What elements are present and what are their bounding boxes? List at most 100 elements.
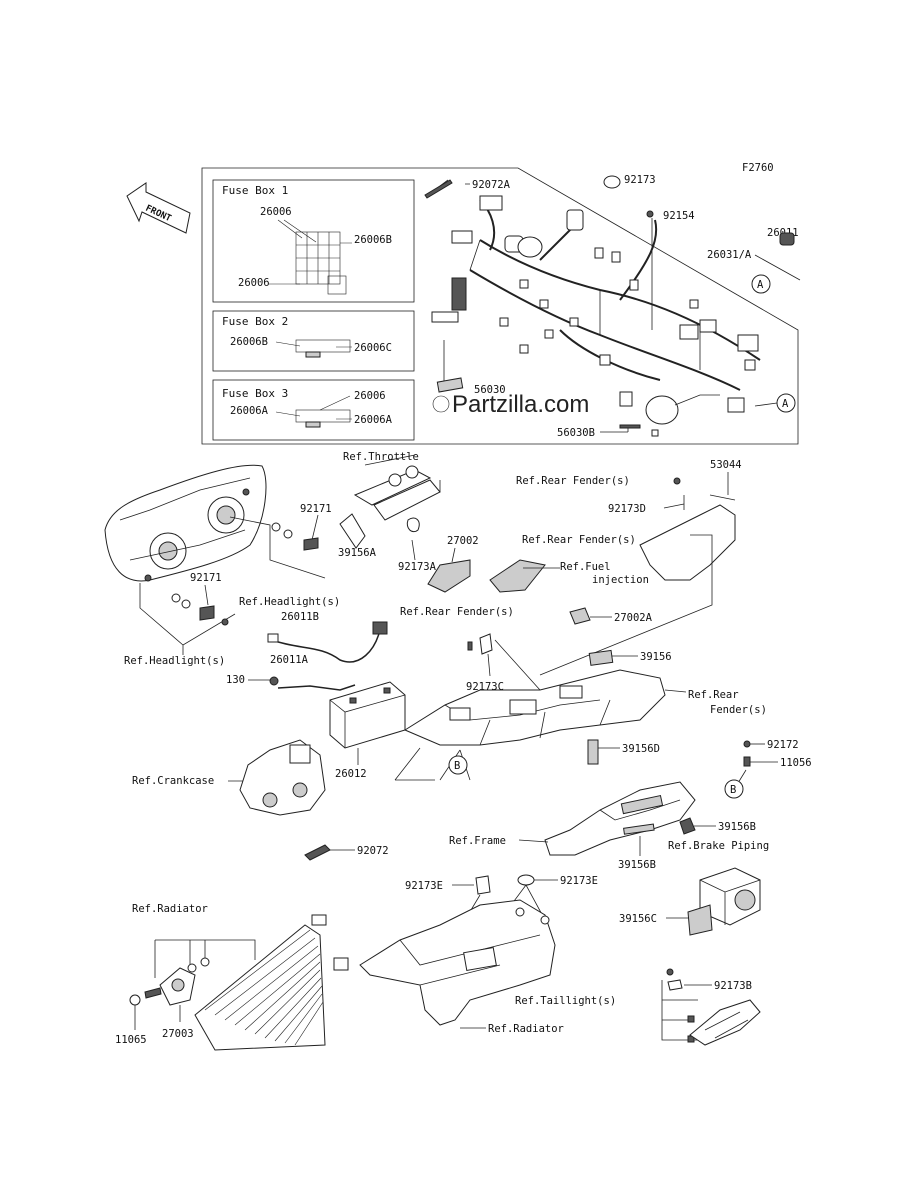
ref-fuel-2: injection xyxy=(592,574,649,586)
headlight-leader-lines xyxy=(139,516,326,655)
clip-92171-b-icon xyxy=(199,605,215,621)
ref-headlight-1: Ref.Headlight(s) xyxy=(239,596,340,608)
crankcase-drawing xyxy=(239,739,326,816)
fuse-box-2-title: Fuse Box 2 xyxy=(222,315,288,328)
label-130: 130 xyxy=(226,674,245,686)
grommet-2-icon xyxy=(171,593,181,603)
pad-39156D-icon xyxy=(587,739,599,765)
screw-27003-icon xyxy=(144,987,162,999)
clamp-92173-icon xyxy=(603,175,621,189)
label-11065: 11065 xyxy=(115,1034,147,1046)
label-39156D: 39156D xyxy=(622,743,660,755)
fuse-strip-icon-2 xyxy=(275,395,352,428)
bolt-92154-icon xyxy=(646,210,654,218)
clip-11056-icon xyxy=(743,756,751,767)
label-92171-a: 92171 xyxy=(300,503,332,515)
grommet-icon xyxy=(271,522,281,532)
label-92173E-b: 92173E xyxy=(560,875,598,887)
rear-bracket-drawing xyxy=(639,504,736,581)
nut-11065-icon xyxy=(129,994,141,1006)
label-92173E-a: 92173E xyxy=(405,880,443,892)
svg-text:B: B xyxy=(454,760,460,772)
ref-frame: Ref.Frame xyxy=(449,835,506,847)
fuse-box-1-label-26006: 26006 xyxy=(260,206,292,218)
ref-radiator-2: Ref.Radiator xyxy=(488,1023,564,1035)
relay-27002A-icon xyxy=(569,607,591,625)
fuse-box-1-title: Fuse Box 1 xyxy=(222,184,288,197)
fuse-box-3-label-26006: 26006 xyxy=(354,390,386,402)
headlight-assembly-drawing xyxy=(104,464,267,582)
ref-radiator-1: Ref.Radiator xyxy=(132,903,208,915)
fuse-box-2-label-26006B: 26006B xyxy=(230,336,268,348)
cable-tie-92072A-icon xyxy=(424,179,453,199)
frame-piece-drawing xyxy=(544,781,696,856)
fuse-box-2: Fuse Box 2 26006B 26006C xyxy=(212,310,415,372)
label-92173B: 92173B xyxy=(714,980,752,992)
callout-a-1: A xyxy=(751,274,771,294)
fuse-block-icon xyxy=(268,219,352,295)
label-39156A: 39156A xyxy=(338,547,377,559)
screw-icon xyxy=(221,618,229,626)
label-26011B: 26011B xyxy=(281,611,319,623)
watermark-copyright-icon xyxy=(432,395,450,413)
ref-brake-piping: Ref.Brake Piping xyxy=(668,840,769,852)
label-92173A: 92173A xyxy=(398,561,437,573)
label-39156: 39156 xyxy=(640,651,672,663)
label-27002A: 27002A xyxy=(614,612,653,624)
label-26012: 26012 xyxy=(335,768,367,780)
label-56030B: 56030B xyxy=(557,427,595,439)
svg-text:A: A xyxy=(757,279,764,291)
label-92172: 92172 xyxy=(767,739,799,751)
callout-b-2: B xyxy=(724,779,744,799)
bolt-92172-icon xyxy=(743,740,751,748)
screw-92173B-icon xyxy=(666,968,674,976)
label-39156C: 39156C xyxy=(619,913,657,925)
label-39156B-b: 39156B xyxy=(618,859,656,871)
label-11056: 11056 xyxy=(780,757,812,769)
ref-rear-fender-2: Ref.Rear Fender(s) xyxy=(522,534,636,546)
ref-headlight-2: Ref.Headlight(s) xyxy=(124,655,225,667)
abs-unit-drawing xyxy=(699,867,761,926)
cable-tie-92072-icon xyxy=(304,844,331,861)
fan-switch-27003-drawing xyxy=(159,957,210,1006)
label-27003: 27003 xyxy=(162,1028,194,1040)
label-27002: 27002 xyxy=(447,535,479,547)
collar-icon xyxy=(283,529,293,539)
svg-text:B: B xyxy=(730,784,736,796)
ref-crankcase: Ref.Crankcase xyxy=(132,775,214,787)
screw-92173C-icon xyxy=(467,641,473,651)
ecu-connector-icon xyxy=(489,559,546,593)
fuse-box-1-label-26006B: 26006B xyxy=(354,234,392,246)
diagram-code: F2760 xyxy=(742,162,774,174)
fuse-box-3-label-26006A-b: 26006A xyxy=(354,414,393,426)
label-26011A: 26011A xyxy=(270,654,309,666)
front-arrow-icon: FRONT xyxy=(126,182,191,234)
pad-39156-icon xyxy=(588,649,614,666)
taillight-drawing xyxy=(689,999,761,1046)
fuse-box-1: Fuse Box 1 26006 26006B 26006 xyxy=(212,179,415,303)
fuse-box-3-label-26006A: 26006A xyxy=(230,405,269,417)
radiator-drawing xyxy=(194,914,349,1051)
clip-92173E-a-icon xyxy=(475,875,491,895)
throttle-drawing xyxy=(339,454,441,549)
ref-rear-fender-4a: Ref.Rear xyxy=(688,689,739,701)
label-92173-top: 92173 xyxy=(624,174,656,186)
fuse-box-2-label-26006C: 26006C xyxy=(354,342,392,354)
label-92072: 92072 xyxy=(357,845,389,857)
pad-56030-icon xyxy=(436,377,464,393)
label-26031A: 26031/A xyxy=(707,249,752,261)
ref-rear-fender-1: Ref.Rear Fender(s) xyxy=(516,475,630,487)
callout-b-1: B xyxy=(448,755,468,775)
strip-56030B-icon xyxy=(619,424,641,429)
battery-26012-drawing xyxy=(329,681,406,749)
watermark: Partzilla.com xyxy=(452,391,589,418)
strip-39156B-icon xyxy=(623,823,655,835)
undertray-drawing xyxy=(359,899,556,1026)
label-56030: 56030 xyxy=(474,384,506,396)
harness-panel-outline xyxy=(201,167,799,445)
bolt-rear-fender-icon xyxy=(673,477,681,485)
main-harness-drawing xyxy=(431,195,761,437)
label-92171-b: 92171 xyxy=(190,572,222,584)
bracket-39156C-icon xyxy=(687,904,713,936)
